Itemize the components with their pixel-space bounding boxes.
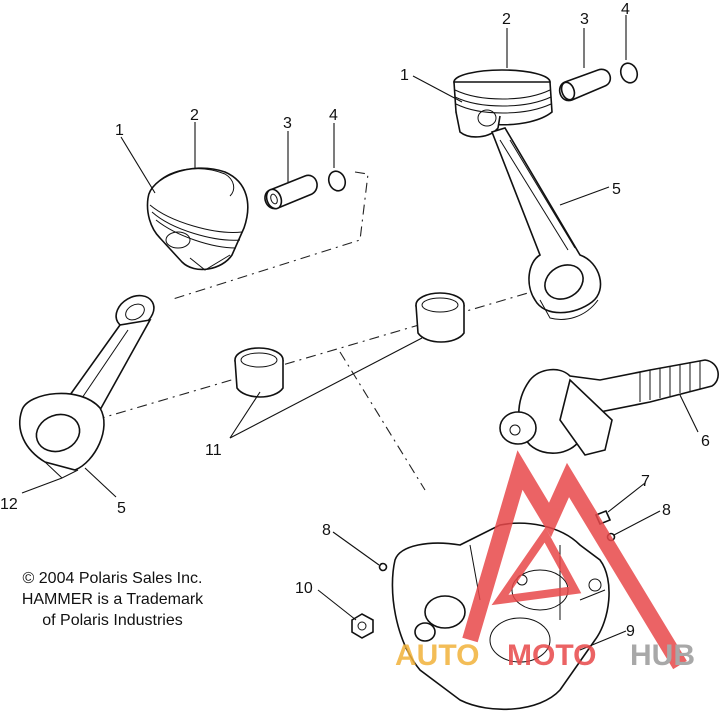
callout-bearings: 11 xyxy=(205,442,222,459)
bearing-right xyxy=(415,292,465,343)
callout-nut: 10 xyxy=(295,580,313,597)
callout-upper-crown: 2 xyxy=(502,11,511,28)
upper-piston xyxy=(453,69,553,138)
center-lines xyxy=(94,171,546,491)
callout-plug-right: 8 xyxy=(662,502,671,519)
plug-left xyxy=(378,562,388,572)
callout-left-pin: 3 xyxy=(283,115,292,132)
callout-dowel-pin: 7 xyxy=(641,473,650,490)
nut xyxy=(351,613,374,639)
copyright-line-2: HAMMER is a Trademark xyxy=(21,591,204,608)
callout-left-piston: 1 xyxy=(115,122,124,139)
callout-upper-pin: 3 xyxy=(580,11,589,28)
upper-piston-pin xyxy=(558,68,612,102)
upper-clip xyxy=(619,62,639,84)
left-piston xyxy=(146,167,249,271)
bearing-left xyxy=(234,347,284,398)
left-clip xyxy=(327,170,347,192)
copyright-line-1: © 2004 Polaris Sales Inc. xyxy=(22,570,203,587)
output-shaft xyxy=(499,359,719,456)
lower-connecting-rod xyxy=(18,294,155,479)
callout-upper-clip: 4 xyxy=(621,1,630,18)
upper-connecting-rod xyxy=(490,127,602,320)
crankshaft xyxy=(391,522,610,711)
callout-crankshaft: 9 xyxy=(626,623,635,640)
callout-plug-left: 8 xyxy=(322,522,331,539)
callout-upper-rod: 5 xyxy=(612,181,621,198)
callout-output-shaft: 6 xyxy=(701,433,710,450)
copyright-line-3: of Polaris Industries xyxy=(42,612,183,629)
callout-upper-piston: 1 xyxy=(400,67,409,84)
callout-rod-bolt: 12 xyxy=(0,496,18,513)
callout-left-crown: 2 xyxy=(190,107,199,124)
watermark-logo: AUTO MOTO HUB xyxy=(395,450,695,672)
watermark-text-moto: MOTO xyxy=(507,639,596,672)
watermark-text-hub: HUB xyxy=(630,639,695,672)
callout-left-clip: 4 xyxy=(329,107,338,124)
leader-lines xyxy=(21,15,699,651)
left-piston-pin xyxy=(264,174,318,210)
callout-numbers: 1 2 3 4 1 2 3 4 5 11 12 5 6 7 8 8 10 9 xyxy=(0,1,710,640)
callout-lower-rod: 5 xyxy=(117,500,126,517)
copyright-notice: © 2004 Polaris Sales Inc. HAMMER is a Tr… xyxy=(0,568,225,631)
watermark-text-auto: AUTO xyxy=(395,639,479,672)
